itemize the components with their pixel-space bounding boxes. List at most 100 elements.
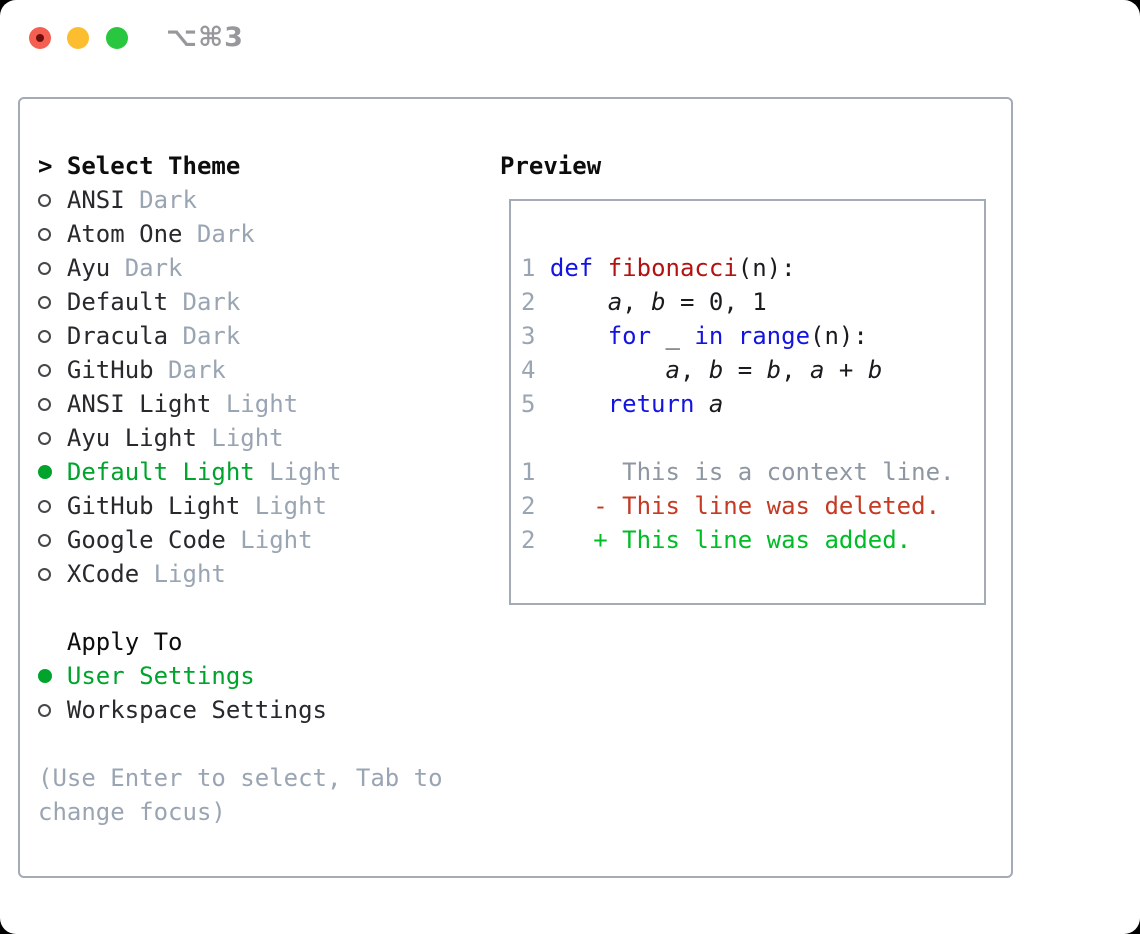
radio-icon: [38, 455, 67, 489]
theme-option-github-dark[interactable]: GitHub Dark: [38, 353, 443, 387]
theme-variant-tag: Dark: [153, 356, 226, 384]
line-number: 1: [521, 254, 536, 282]
theme-name: Dracula: [66, 322, 169, 350]
radio-unselected-icon: [38, 704, 51, 717]
apply-to-header: Apply To: [38, 625, 443, 659]
cursor-prompt: >: [38, 152, 67, 180]
radio-unselected-icon: [38, 228, 51, 241]
radio-icon: [38, 659, 67, 693]
radio-unselected-icon: [38, 296, 51, 309]
theme-option-ayu-light-light[interactable]: Ayu Light Light: [38, 421, 443, 455]
apply-option-label: Workspace Settings: [66, 696, 327, 724]
radio-icon: [38, 387, 67, 421]
code-line: 1 def fibonacci(n):: [521, 254, 796, 282]
help-text-line-2: change focus): [38, 798, 226, 826]
apply-option-workspace-settings[interactable]: Workspace Settings: [38, 693, 443, 727]
theme-option-dracula-dark[interactable]: Dracula Dark: [38, 319, 443, 353]
radio-icon: [38, 523, 67, 557]
theme-name: ANSI: [66, 186, 125, 214]
theme-variant-tag: Light: [196, 424, 284, 452]
theme-name: XCode: [66, 560, 140, 588]
radio-icon: [38, 693, 67, 727]
line-number: 1: [521, 458, 536, 486]
code-line: 5 return a: [521, 390, 724, 418]
radio-unselected-icon: [38, 432, 51, 445]
diff-line-deleted: 2 - This line was deleted.: [521, 492, 941, 520]
theme-option-github-light-light[interactable]: GitHub Light Light: [38, 489, 443, 523]
apply-option-label: User Settings: [66, 662, 255, 690]
theme-variant-tag: Dark: [168, 288, 241, 316]
radio-selected-icon: [38, 465, 52, 479]
theme-option-xcode-light[interactable]: XCode Light: [38, 557, 443, 591]
select-theme-header: > Select Theme: [38, 149, 443, 183]
line-number: 4: [521, 356, 536, 384]
theme-name: Atom One: [66, 220, 183, 248]
diff-line-context: 1 This is a context line.: [521, 458, 955, 486]
radio-icon: [38, 217, 67, 251]
radio-selected-icon: [38, 669, 52, 683]
code-line: 2 a, b = 0, 1: [521, 288, 767, 316]
theme-variant-tag: Light: [254, 458, 342, 486]
line-number: 2: [521, 288, 536, 316]
preview-header: Preview: [500, 152, 602, 180]
theme-variant-tag: Light: [139, 560, 226, 588]
window-title: ⌥⌘3: [166, 22, 244, 53]
theme-option-default-dark[interactable]: Default Dark: [38, 285, 443, 319]
theme-name: ANSI Light: [66, 390, 212, 418]
help-text-line-1: (Use Enter to select, Tab to: [38, 764, 443, 792]
close-button[interactable]: [29, 27, 51, 49]
theme-name: Ayu Light: [66, 424, 197, 452]
theme-name: Google Code: [66, 526, 226, 554]
radio-unselected-icon: [38, 194, 51, 207]
theme-variant-tag: Dark: [124, 186, 197, 214]
titlebar: ⌥⌘3: [0, 0, 1140, 76]
radio-icon: [38, 251, 67, 285]
theme-variant-tag: Dark: [182, 220, 255, 248]
theme-variant-tag: Light: [240, 492, 327, 520]
radio-icon: [38, 285, 67, 319]
line-number: 5: [521, 390, 536, 418]
theme-option-ansi-light-light[interactable]: ANSI Light Light: [38, 387, 443, 421]
theme-variant-tag: Dark: [168, 322, 241, 350]
line-number: 2: [521, 526, 536, 554]
apply-to-label: Apply To: [66, 628, 183, 656]
radio-icon: [38, 183, 67, 217]
radio-icon: [38, 557, 67, 591]
theme-option-google-code-light[interactable]: Google Code Light: [38, 523, 443, 557]
radio-unselected-icon: [38, 330, 51, 343]
theme-variant-tag: Light: [211, 390, 299, 418]
radio-unselected-icon: [38, 568, 51, 581]
diff-line-added: 2 + This line was added.: [521, 526, 912, 554]
radio-unselected-icon: [38, 262, 51, 275]
radio-unselected-icon: [38, 364, 51, 377]
theme-variant-tag: Light: [225, 526, 313, 554]
preview-code: 1 def fibonacci(n): 2 a, b = 0, 1 3 for _ …: [521, 251, 954, 557]
code-line: 4 a, b = b, a + b: [521, 356, 883, 384]
record-dot-icon: [36, 34, 44, 42]
zoom-button[interactable]: [106, 27, 128, 49]
theme-option-default-light-light[interactable]: Default Light Light: [38, 455, 443, 489]
theme-name: Default Light: [66, 458, 255, 486]
radio-icon: [38, 353, 67, 387]
radio-icon: [38, 319, 67, 353]
radio-unselected-icon: [38, 398, 51, 411]
radio-icon: [38, 489, 67, 523]
line-number: 3: [521, 322, 536, 350]
theme-name: GitHub Light: [66, 492, 241, 520]
theme-option-atom-one-dark[interactable]: Atom One Dark: [38, 217, 443, 251]
apply-option-user-settings[interactable]: User Settings: [38, 659, 443, 693]
minimize-button[interactable]: [67, 27, 89, 49]
preview-box: [509, 199, 986, 605]
code-line: 3 for _ in range(n):: [521, 322, 868, 350]
theme-name: Default: [66, 288, 169, 316]
select-theme-label: Select Theme: [66, 152, 241, 180]
theme-name: GitHub: [66, 356, 154, 384]
theme-variant-tag: Dark: [110, 254, 183, 282]
radio-unselected-icon: [38, 500, 51, 513]
theme-option-ansi-dark[interactable]: ANSI Dark: [38, 183, 443, 217]
theme-name: Ayu: [66, 254, 111, 282]
radio-unselected-icon: [38, 534, 51, 547]
theme-option-ayu-dark[interactable]: Ayu Dark: [38, 251, 443, 285]
